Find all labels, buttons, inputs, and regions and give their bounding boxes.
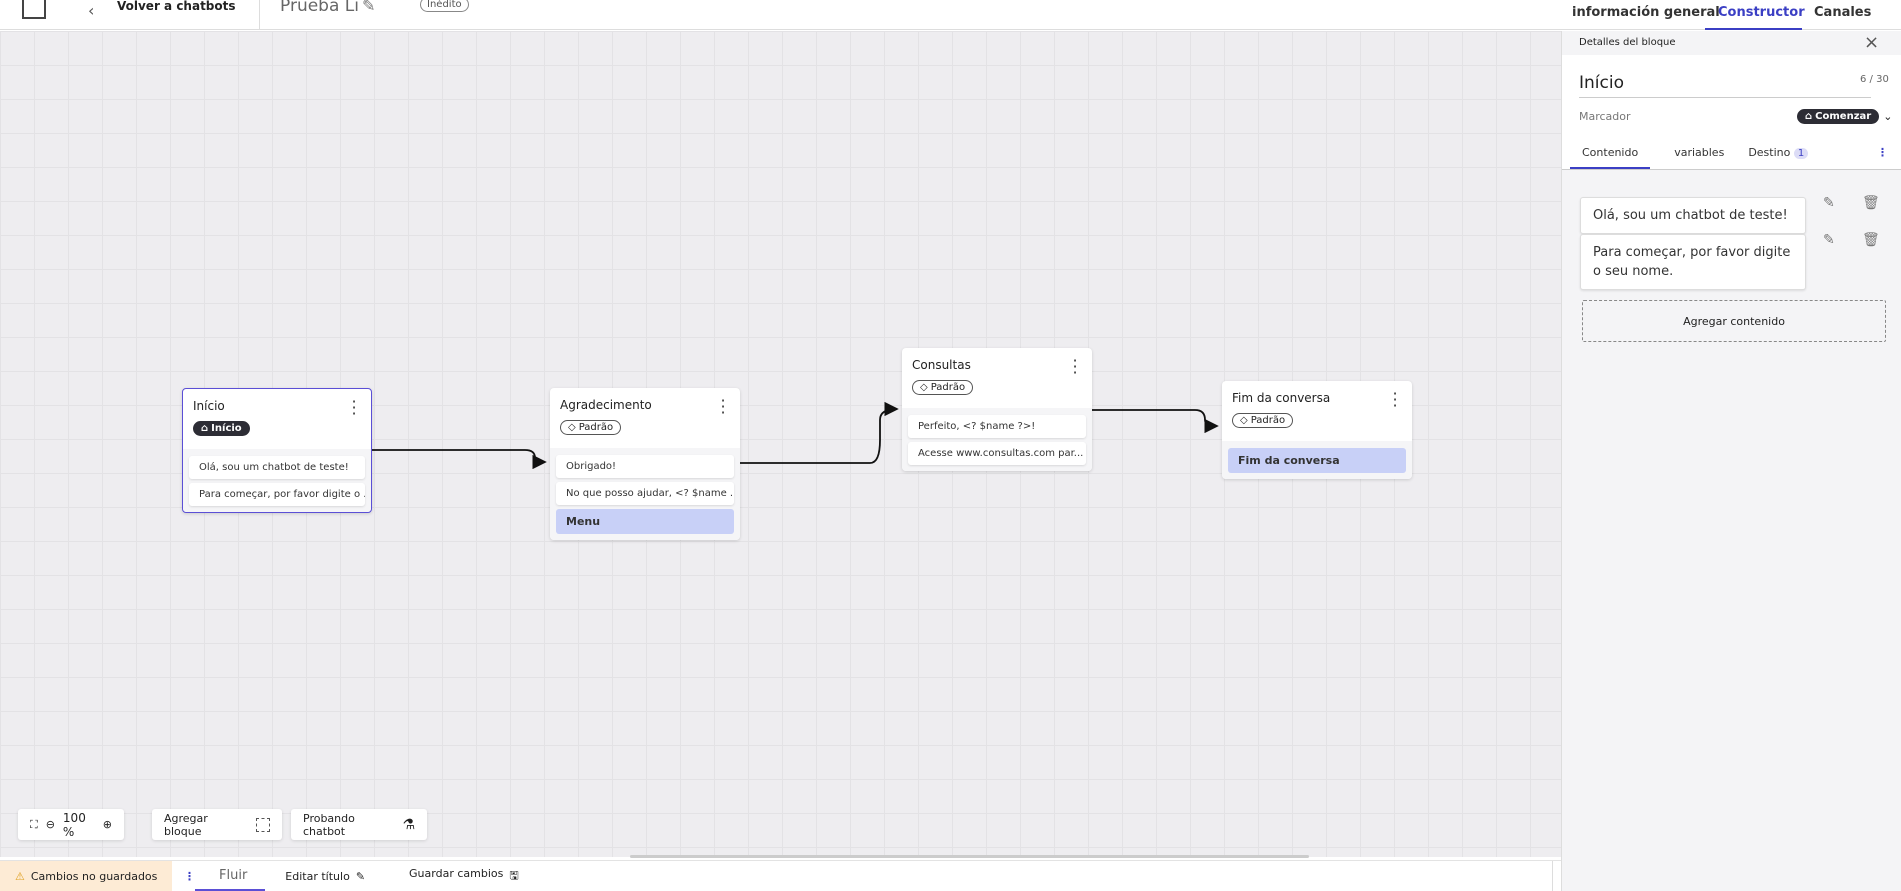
add-block-button[interactable]: Agregar bloque xyxy=(152,809,282,840)
panel-heading: Detalles del bloque xyxy=(1579,37,1676,48)
bottom-menu-kebab-icon[interactable]: ⋮ xyxy=(184,869,195,883)
add-block-icon xyxy=(256,817,270,832)
block-tag: ◇Padrão xyxy=(1232,413,1294,428)
block-menu-kebab-icon[interactable]: ··· xyxy=(1072,351,1078,382)
panel-tabs: Contenido variables Destino 1 ⋮ xyxy=(1562,138,1901,170)
add-content-button[interactable]: Agregar contenido xyxy=(1582,300,1886,342)
block-tag: ◇Padrão xyxy=(560,420,622,435)
flask-icon: ⚗ xyxy=(402,816,415,833)
block-title: Fim da conversa xyxy=(1232,391,1331,405)
marker-label: Marcador xyxy=(1579,110,1631,123)
delete-content-icon[interactable]: 🗑 xyxy=(1862,195,1880,211)
edit-content-icon[interactable]: ✎ xyxy=(1823,195,1835,211)
save-icon: 🖫 xyxy=(509,868,519,882)
block-message[interactable]: Obrigado! xyxy=(556,455,734,478)
chatbot-title: Prueba Li xyxy=(280,0,359,16)
block-menu-kebab-icon[interactable]: ··· xyxy=(351,392,357,423)
home-icon: ⌂ xyxy=(201,423,209,434)
edit-content-icon[interactable]: ✎ xyxy=(1823,232,1835,248)
block-menu-item[interactable]: Fim da conversa xyxy=(1228,448,1406,473)
zoom-in-icon[interactable]: ⊕ xyxy=(102,818,112,831)
block-menu-item[interactable]: Menu xyxy=(556,509,734,534)
status-badge: Inédito xyxy=(420,0,469,12)
block-tag: ⌂Início xyxy=(193,421,250,436)
test-chatbot-label: Probando chatbot xyxy=(303,811,355,838)
block-title: Agradecimento xyxy=(560,398,652,412)
tab-constructor[interactable]: Constructor xyxy=(1718,5,1805,20)
zoom-out-icon[interactable]: ⊖ xyxy=(45,818,55,831)
block-message[interactable]: Olá, sou um chatbot de teste! xyxy=(189,456,365,479)
connector-consultas-fim xyxy=(1092,409,1219,434)
tab-informacion-general[interactable]: información general xyxy=(1572,5,1720,20)
block-details-panel: Detalles del bloque × Início 6 / 30 Marc… xyxy=(1561,31,1901,891)
content-message[interactable]: Olá, sou um chatbot de teste! xyxy=(1580,197,1806,234)
delete-content-icon[interactable]: 🗑 xyxy=(1862,232,1880,248)
block-menu-kebab-icon[interactable]: ··· xyxy=(720,391,726,422)
unsaved-changes-status: ⚠Cambios no guardados xyxy=(0,861,172,891)
marker-select[interactable]: ⌂Comenzar ⌄ xyxy=(1797,109,1892,124)
block-title: Consultas xyxy=(912,358,971,372)
connector-inicio-agradecimento xyxy=(372,449,547,470)
active-tab-underline xyxy=(1705,28,1802,30)
zoom-level: 100 % xyxy=(62,810,86,839)
char-count: 6 / 30 xyxy=(1860,74,1889,85)
block-name-input[interactable]: Início xyxy=(1579,73,1871,98)
top-header: ‹ Volver a chatbots Prueba Li ✎ Inédito … xyxy=(0,0,1901,30)
connectors xyxy=(372,401,1219,470)
destino-count-badge: 1 xyxy=(1793,148,1809,159)
tag-icon: ◇ xyxy=(1240,415,1248,426)
marker-tag: ⌂Comenzar xyxy=(1797,109,1880,124)
horizontal-scrollbar[interactable] xyxy=(630,855,1309,858)
block-agradecimento[interactable]: Agradecimento ··· ◇Padrão Obrigado! No q… xyxy=(550,388,740,540)
header-divider xyxy=(259,0,260,30)
bottom-bar: ⚠Cambios no guardados ⋮ Fluir Editar tít… xyxy=(0,860,1561,891)
tab-contenido[interactable]: Contenido xyxy=(1570,138,1651,169)
tab-destino[interactable]: Destino 1 xyxy=(1748,138,1809,169)
block-inicio[interactable]: Início ··· ⌂Início Olá, sou um chatbot d… xyxy=(182,388,372,513)
zoom-controls: ⛶ ⊖ 100 % ⊕ xyxy=(18,809,124,840)
test-chatbot-button[interactable]: Probando chatbot ⚗ xyxy=(291,809,427,840)
block-title: Início xyxy=(193,399,225,413)
back-to-chatbots-link[interactable]: Volver a chatbots xyxy=(117,0,236,13)
home-icon: ⌂ xyxy=(1805,111,1813,122)
block-message[interactable]: Para começar, por favor digite o ... xyxy=(189,483,365,506)
flow-canvas[interactable]: Início ··· ⌂Início Olá, sou um chatbot d… xyxy=(0,31,1561,857)
close-panel-icon[interactable]: × xyxy=(1864,32,1880,53)
warning-icon: ⚠ xyxy=(15,869,25,883)
app-logo xyxy=(22,0,46,19)
block-fim-da-conversa[interactable]: Fim da conversa ··· ◇Padrão Fim da conve… xyxy=(1222,381,1412,479)
block-consultas[interactable]: Consultas ··· ◇Padrão Perfeito, <? $name… xyxy=(902,348,1092,471)
tag-icon: ◇ xyxy=(568,422,576,433)
block-message[interactable]: Acesse www.consultas.com par... xyxy=(908,442,1086,465)
fit-screen-icon[interactable]: ⛶ xyxy=(30,817,38,831)
block-tag: ◇Padrão xyxy=(912,380,974,395)
edit-title-button[interactable]: Editar título✎ xyxy=(285,869,366,883)
panel-kebab-icon[interactable]: ⋮ xyxy=(1877,146,1888,159)
chevron-down-icon: ⌄ xyxy=(1883,110,1893,123)
connector-agradecimento-consultas xyxy=(740,401,899,464)
tab-fluir[interactable]: Fluir xyxy=(195,861,266,891)
block-message[interactable]: Perfeito, <? $name ?>! xyxy=(908,415,1086,438)
bottom-divider xyxy=(1552,861,1553,891)
block-menu-kebab-icon[interactable]: ··· xyxy=(1392,384,1398,415)
tag-icon: ◇ xyxy=(920,382,928,393)
edit-title-pencil-icon[interactable]: ✎ xyxy=(362,0,376,15)
pencil-icon: ✎ xyxy=(355,869,366,883)
add-block-label: Agregar bloque xyxy=(164,811,208,838)
block-message[interactable]: No que posso ajudar, <? $name ... xyxy=(556,482,734,505)
back-chevron-icon[interactable]: ‹ xyxy=(88,1,95,20)
tab-canales[interactable]: Canales xyxy=(1814,5,1872,20)
save-changes-button[interactable]: Guardar cambios🖫 xyxy=(409,867,519,886)
tab-variables[interactable]: variables xyxy=(1674,146,1725,159)
content-message[interactable]: Para começar, por favor digite o seu nom… xyxy=(1580,234,1806,290)
